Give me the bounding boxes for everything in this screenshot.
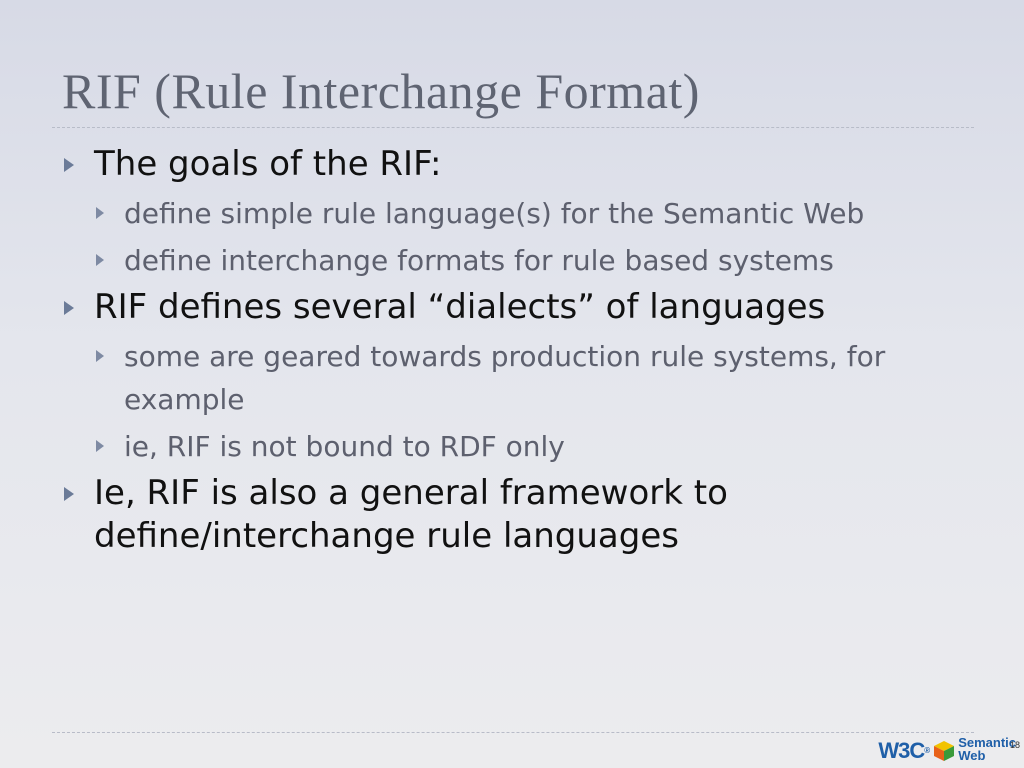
slide-content: The goals of the RIF: define simple rule…: [62, 143, 962, 564]
w3c-logo-text: W3C: [878, 738, 925, 763]
semantic-web-wordmark: Semantic Web: [958, 736, 1016, 762]
triangle-right-icon: [96, 440, 104, 452]
w3c-registered-mark: ®: [924, 746, 930, 755]
bullet-level2: ie, RIF is not bound to RDF only: [62, 425, 962, 468]
page-number: 18: [1009, 740, 1020, 750]
triangle-right-icon: [64, 158, 74, 172]
title-divider: [52, 127, 974, 128]
bullet-text: ie, RIF is not bound to RDF only: [124, 430, 565, 463]
triangle-right-icon: [96, 350, 104, 362]
logo-web-text: Web: [958, 748, 986, 763]
logo-semantic-text: Semantic: [958, 735, 1016, 750]
semantic-web-cube-icon: [934, 741, 955, 761]
bullet-level1: Ie, RIF is also a general framework to d…: [62, 472, 962, 558]
bullet-text: The goals of the RIF:: [94, 144, 442, 184]
triangle-right-icon: [64, 487, 74, 501]
bullet-text: RIF defines several “dialects” of langua…: [94, 287, 826, 327]
bullet-level1: The goals of the RIF:: [62, 143, 962, 186]
bullet-text: define simple rule language(s) for the S…: [124, 197, 865, 230]
bullet-text: Ie, RIF is also a general framework to d…: [94, 473, 728, 556]
footer-divider: [52, 732, 974, 733]
footer-logo: W3C® Semantic Web: [878, 730, 1016, 764]
bullet-level2: define interchange formats for rule base…: [62, 239, 962, 282]
bullet-text: some are geared towards production rule …: [124, 340, 886, 416]
bullet-level2: some are geared towards production rule …: [62, 335, 962, 421]
bullet-level1: RIF defines several “dialects” of langua…: [62, 286, 962, 329]
triangle-right-icon: [96, 207, 104, 219]
w3c-logo: W3C®: [878, 738, 930, 764]
slide-title: RIF (Rule Interchange Format): [62, 63, 700, 119]
triangle-right-icon: [96, 254, 104, 266]
bullet-level2: define simple rule language(s) for the S…: [62, 192, 962, 235]
bullet-text: define interchange formats for rule base…: [124, 244, 834, 277]
triangle-right-icon: [64, 301, 74, 315]
